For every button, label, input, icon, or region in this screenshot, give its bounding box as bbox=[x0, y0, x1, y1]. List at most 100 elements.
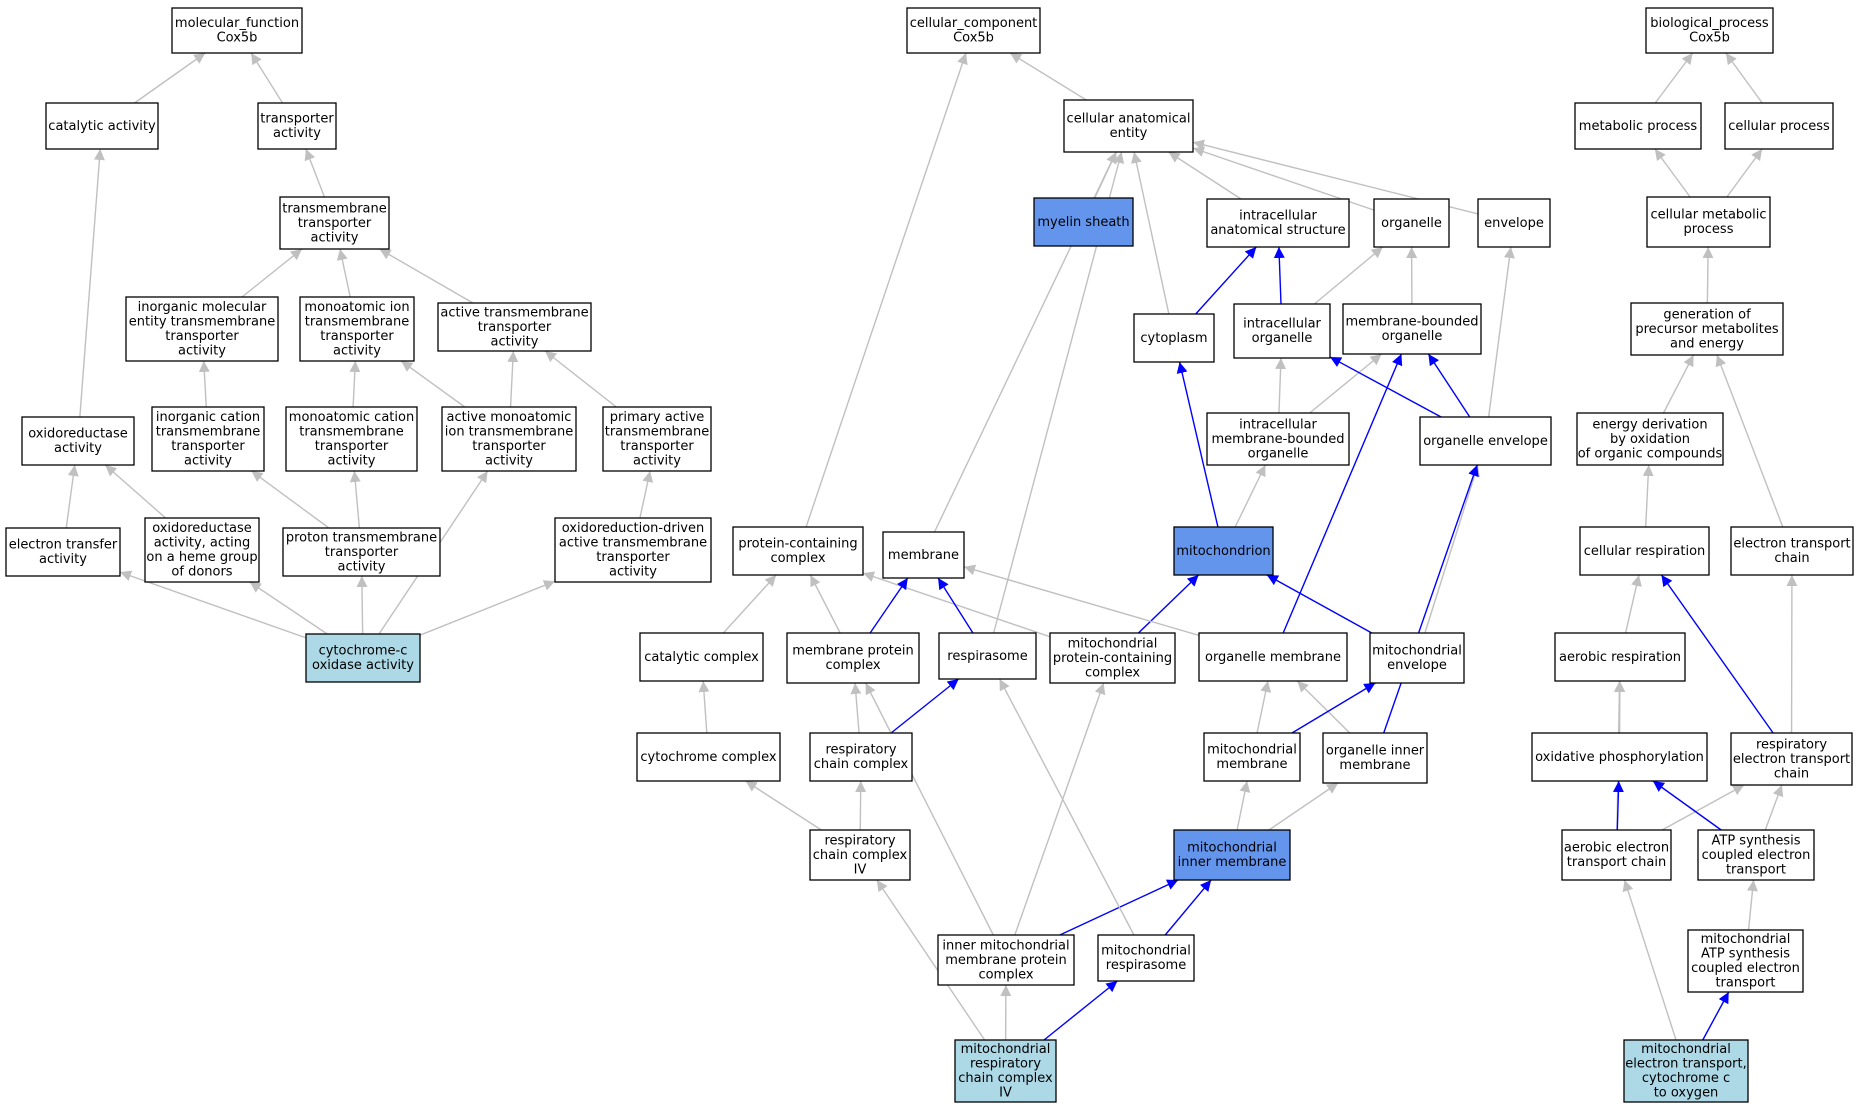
node-label-line: to oxygen bbox=[1654, 1086, 1719, 1101]
node-label-line: membrane bbox=[888, 548, 959, 563]
edge-resp-chain-cx-to-mem-prot-cx bbox=[850, 682, 862, 734]
edge-mito-respirasome-to-respirasome bbox=[998, 678, 1135, 936]
node-label-line: mitochondrial bbox=[1372, 644, 1462, 659]
edge-mito-pcc-to-pcc bbox=[862, 571, 1051, 638]
node-label-line: chain complex bbox=[958, 1071, 1053, 1086]
node-label-line: Cox5b bbox=[217, 31, 258, 46]
node-label-line: envelope bbox=[1387, 658, 1447, 673]
node-label-line: mitochondrial bbox=[1641, 1042, 1731, 1057]
node-label-line: transporter bbox=[325, 545, 399, 560]
node-label-line: and energy bbox=[1670, 336, 1744, 351]
node-box bbox=[1097, 934, 1195, 982]
node-label-line: transporter bbox=[165, 329, 239, 344]
node-label-line: mitochondrial bbox=[1187, 841, 1277, 856]
node-label-line: activity bbox=[609, 565, 657, 580]
node-label-line: oxidoreduction-driven bbox=[562, 521, 705, 536]
node-label-line: IV bbox=[854, 862, 867, 877]
node-label-line: mitochondrial bbox=[1207, 743, 1297, 758]
node-label-line: oxidase activity bbox=[312, 658, 414, 673]
edge-etc-to-gen-precursor bbox=[1715, 354, 1784, 528]
node-label-line: proton transmembrane bbox=[286, 530, 437, 545]
node-label-line: activity bbox=[338, 559, 386, 574]
node-box bbox=[809, 829, 911, 881]
edge-cyt-c-ox-to-oxred-driven bbox=[419, 580, 556, 636]
node-box bbox=[1342, 303, 1482, 355]
node-label-line: electron transfer bbox=[9, 538, 118, 553]
node-mono-cation: monoatomic cationtransmembranetransporte… bbox=[285, 406, 418, 472]
node-box bbox=[299, 296, 415, 362]
edge-respirasome-to-membrane bbox=[937, 577, 974, 634]
edge-cat-act-to-mf bbox=[134, 52, 206, 104]
node-label-line: respiratory bbox=[970, 1057, 1041, 1072]
node-label-line: complex bbox=[978, 967, 1033, 982]
node-label-line: complex bbox=[825, 658, 880, 673]
node-box bbox=[305, 633, 421, 683]
node-primary-active: primary activetransmembranetransporterac… bbox=[602, 406, 712, 472]
node-label-line: cytoplasm bbox=[1140, 331, 1207, 346]
node-label-line: cellular respiration bbox=[1584, 544, 1706, 559]
node-label-line: membrane bbox=[1216, 757, 1287, 772]
node-label-line: transport bbox=[1726, 862, 1786, 877]
node-label-line: transporter bbox=[320, 329, 394, 344]
node-box bbox=[636, 732, 781, 782]
edge-cell-proc-to-bp bbox=[1725, 52, 1763, 104]
node-label-line: oxidoreductase bbox=[28, 427, 128, 442]
node-box bbox=[144, 517, 260, 583]
node-label-line: activity bbox=[633, 454, 681, 469]
edge-mono-cation-to-monoatomic-ion bbox=[349, 360, 361, 408]
node-box bbox=[1561, 829, 1672, 881]
edge-inorg-mol-to-tm-transp bbox=[241, 248, 303, 298]
node-label-line: respirasome bbox=[947, 649, 1027, 664]
node-label-line: cytochrome-c bbox=[319, 644, 408, 659]
node-label-line: biological_process bbox=[1650, 16, 1769, 31]
edge-cell-metab-to-cell-proc bbox=[1726, 148, 1763, 198]
node-label-line: electron transport, bbox=[1625, 1057, 1746, 1072]
node-box bbox=[554, 517, 712, 583]
node-label-line: transmembrane bbox=[299, 425, 404, 440]
edge-org-env-to-mb-org bbox=[1427, 353, 1471, 418]
node-box bbox=[5, 527, 121, 577]
node-box bbox=[1173, 829, 1291, 881]
node-label-line: activity bbox=[184, 454, 232, 469]
node-box bbox=[1730, 732, 1853, 786]
edge-inorg-cation-to-inorg-mol bbox=[198, 360, 210, 408]
node-org-env: organelle envelope bbox=[1419, 416, 1552, 466]
edge-mito-env-to-org-env bbox=[1424, 464, 1480, 634]
edge-metab-to-bp bbox=[1654, 52, 1694, 104]
node-label-line: monoatomic cation bbox=[289, 410, 414, 425]
node-cat-complex: catalytic complex bbox=[639, 632, 764, 682]
node-label-line: membrane protein bbox=[945, 953, 1066, 968]
node-box bbox=[1233, 303, 1331, 359]
node-label-line: transporter bbox=[478, 320, 552, 335]
node-label-line: cytochrome c bbox=[1642, 1071, 1730, 1086]
edge-mito-inner-mem-to-org-inner-mem bbox=[1268, 782, 1339, 831]
node-label-line: transporter bbox=[260, 112, 334, 127]
node-box bbox=[21, 416, 135, 466]
node-box bbox=[906, 7, 1041, 54]
node-label-line: chain complex bbox=[814, 757, 909, 772]
node-box bbox=[285, 406, 418, 472]
edge-org-inner-mem-to-org-env bbox=[1383, 464, 1479, 734]
node-label-line: organelle membrane bbox=[1205, 650, 1341, 665]
edge-org-inner-mem-to-org-mem bbox=[1296, 680, 1351, 734]
node-label-line: energy derivation bbox=[1592, 417, 1707, 432]
node-label-line: cellular process bbox=[1728, 119, 1830, 134]
node-label-line: activity bbox=[491, 334, 539, 349]
node-label-line: transporter bbox=[620, 439, 694, 454]
node-label-line: transporter bbox=[298, 216, 372, 231]
